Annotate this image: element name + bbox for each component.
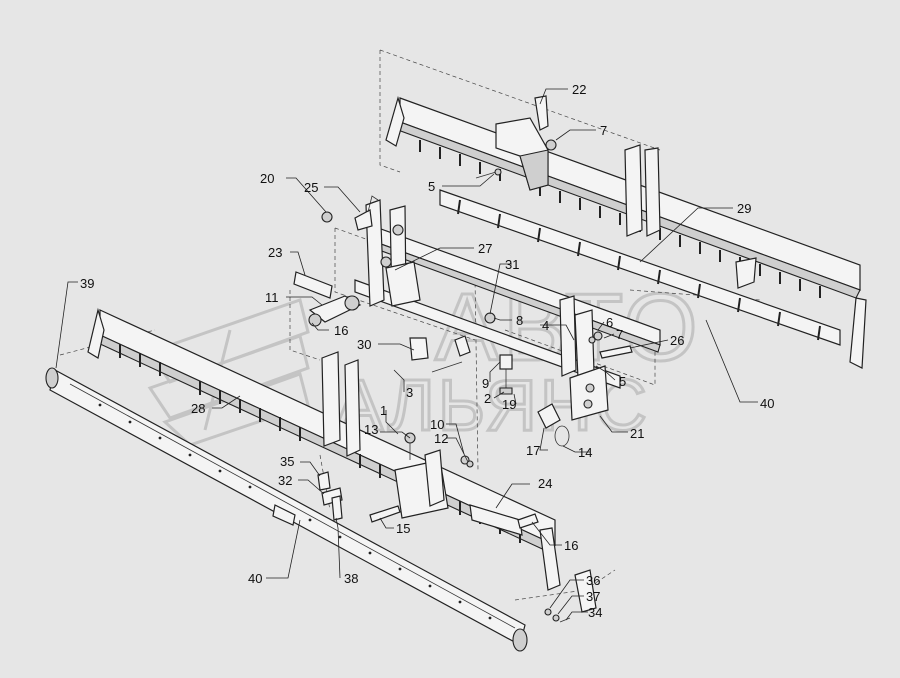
callout-10: 10	[430, 417, 444, 432]
callout-9: 9	[482, 376, 489, 391]
callout-36: 36	[586, 573, 600, 588]
middle-frame-beam	[354, 199, 661, 447]
callout-13: 13	[364, 422, 378, 437]
callout-22: 22	[572, 82, 586, 97]
callout-24: 24	[538, 476, 552, 491]
callout-25: 25	[304, 180, 318, 195]
callout-8: 8	[516, 313, 523, 328]
callout-16-lower: 16	[564, 538, 578, 553]
callout-40-left: 40	[248, 571, 262, 586]
rear-lower-teeth	[457, 199, 821, 341]
callout-27: 27	[478, 241, 492, 256]
callout-16-upper: 16	[334, 323, 348, 338]
callout-34: 34	[588, 605, 602, 620]
callout-28: 28	[191, 401, 205, 416]
callout-23: 23	[268, 245, 282, 260]
callout-35: 35	[280, 454, 294, 469]
callout-5-lower: 5	[619, 374, 626, 389]
callout-labels: 22 7 5 29 20 25 23 27 31 11 16 8 4 6 7 3…	[80, 82, 774, 620]
callout-17: 17	[526, 443, 540, 458]
callout-5-upper: 5	[428, 179, 435, 194]
callout-6: 6	[606, 315, 613, 330]
callout-26: 26	[670, 333, 684, 348]
callout-1: 1	[380, 403, 387, 418]
callout-29: 29	[737, 201, 751, 216]
front-tooth-row	[119, 344, 521, 543]
callout-32: 32	[278, 473, 292, 488]
roller-dots	[98, 403, 492, 620]
callout-3: 3	[406, 385, 413, 400]
front-frame-beam	[87, 307, 561, 591]
callout-7-lower: 7	[616, 327, 623, 342]
callout-31: 31	[505, 257, 519, 272]
callout-14: 14	[578, 445, 592, 460]
rod-assembly	[293, 271, 471, 373]
callout-15: 15	[396, 521, 410, 536]
callout-19: 19	[502, 397, 516, 412]
callout-12: 12	[434, 431, 448, 446]
callout-39: 39	[80, 276, 94, 291]
callout-11: 11	[265, 290, 279, 305]
callout-20: 20	[260, 171, 274, 186]
leader-lines	[55, 88, 758, 621]
callout-30: 30	[357, 337, 371, 352]
callout-37: 37	[586, 589, 600, 604]
end-bracket	[544, 569, 597, 623]
callout-21: 21	[630, 426, 644, 441]
callout-38: 38	[344, 571, 358, 586]
callout-7-upper: 7	[600, 123, 607, 138]
callout-4: 4	[542, 318, 549, 333]
callout-2: 2	[484, 391, 491, 406]
roller	[45, 367, 528, 652]
callout-40-right: 40	[760, 396, 774, 411]
rear-bracket-assembly	[475, 95, 557, 191]
clip-assembly	[321, 195, 379, 231]
